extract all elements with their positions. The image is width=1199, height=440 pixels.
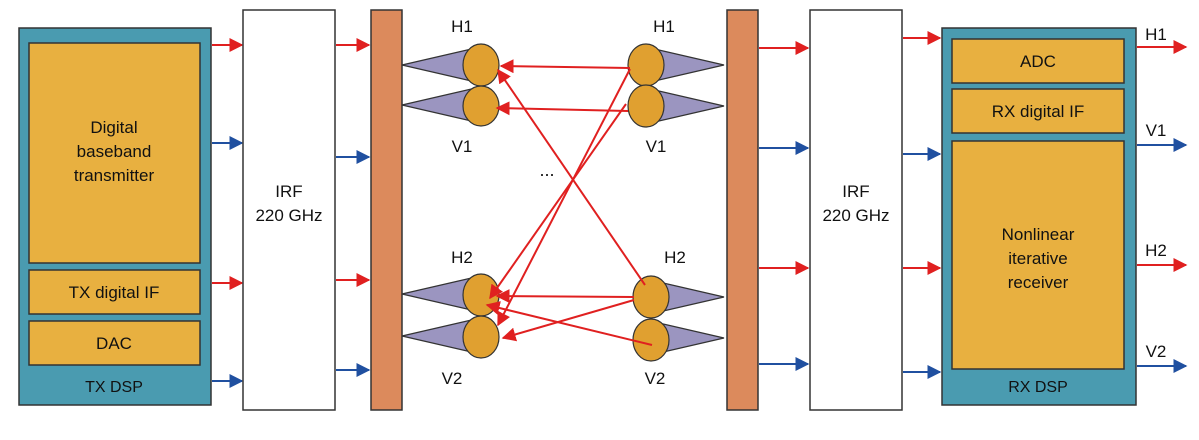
irf-left-label-line1: IRF [275, 182, 302, 201]
irf-right-label-line1: IRF [842, 182, 869, 201]
irf-left-label-line2: 220 GHz [255, 206, 322, 225]
receiver-label-line3: receiver [1008, 273, 1069, 292]
lens-icon [462, 315, 500, 359]
lens-icon [627, 84, 665, 128]
rx-dsp-label: RX DSP [1008, 379, 1068, 396]
tx-digital-if-label: TX digital IF [69, 283, 160, 302]
rx-h1-label: H1 [653, 17, 675, 36]
channel-paths [485, 59, 653, 346]
lens-icon [632, 318, 670, 362]
rx-dsp-block: ADC RX digital IF Nonlinear iterative re… [941, 27, 1137, 406]
tx-antenna-h1 [401, 43, 500, 87]
receiver-label-line2: iterative [1008, 249, 1068, 268]
irf-left-block: IRF 220 GHz [242, 9, 336, 411]
output-h2-label: H2 [1145, 241, 1167, 260]
nonlinear-receiver-box [951, 140, 1125, 370]
rx-v1-label: V1 [646, 137, 667, 156]
tx-antenna-v1 [401, 85, 500, 127]
rx-digital-if-label: RX digital IF [992, 102, 1085, 121]
tx-antenna-panel [370, 9, 403, 411]
rx-antenna-panel [726, 9, 759, 411]
tx-v2-label: V2 [442, 369, 463, 388]
tx-v1-label: V1 [452, 137, 473, 156]
output-arrows [1137, 40, 1188, 373]
dac-label: DAC [96, 334, 132, 353]
rx-antenna-v2 [632, 318, 725, 362]
ellipsis-label: ... [539, 160, 554, 180]
tx-dsp-block: Digital baseband transmitter TX digital … [18, 27, 212, 406]
rx-antenna-v1 [627, 84, 725, 128]
rx-antenna-h1 [627, 43, 725, 87]
irf-to-panel-left-arrows [336, 38, 371, 377]
irf-right-label-line2: 220 GHz [822, 206, 889, 225]
panel-to-irf-right-arrows [759, 41, 810, 371]
irf-right-block: IRF 220 GHz [809, 9, 903, 411]
rx-digital-if-box [951, 88, 1125, 134]
baseband-label-line1: Digital [90, 118, 137, 137]
tx-antenna-h2 [401, 273, 500, 317]
tx-dsp-label: TX DSP [85, 379, 143, 396]
dac-box [28, 320, 201, 366]
receiver-label-line1: Nonlinear [1002, 225, 1075, 244]
rx-h2-label: H2 [664, 248, 686, 267]
baseband-transmitter-box [28, 42, 201, 264]
lens-icon [627, 43, 665, 87]
irf-to-rx-arrows [903, 31, 942, 379]
tx-h1-label: H1 [451, 17, 473, 36]
rx-v2-label: V2 [645, 369, 666, 388]
tx-digital-if-box [28, 269, 201, 315]
lens-icon [462, 85, 500, 127]
adc-label: ADC [1020, 52, 1056, 71]
tx-h2-label: H2 [451, 248, 473, 267]
output-v2-label: V2 [1146, 342, 1167, 361]
adc-box [951, 38, 1125, 84]
lens-icon [462, 273, 500, 317]
baseband-label-line3: transmitter [74, 166, 155, 185]
tx-antenna-v2 [401, 315, 500, 359]
rx-antenna-h2 [632, 275, 725, 319]
baseband-label-line2: baseband [77, 142, 152, 161]
output-v1-label: V1 [1146, 121, 1167, 140]
tx-to-irf-arrows [212, 38, 244, 388]
lens-icon [462, 43, 500, 87]
output-h1-label: H1 [1145, 25, 1167, 44]
lens-icon [632, 275, 670, 319]
